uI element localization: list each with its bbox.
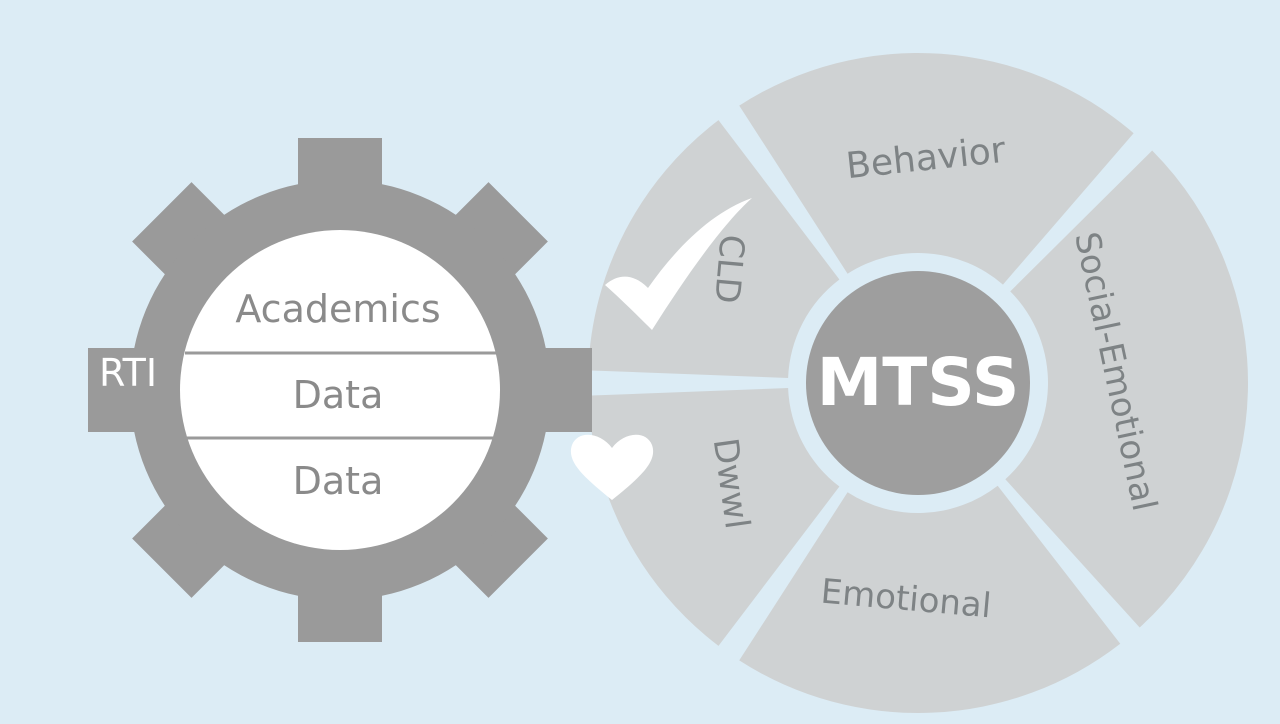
gear-face [180,230,500,550]
hub-label: MTSS [817,344,1020,421]
checkmark-icon [605,198,752,330]
gear-row-data: Data [293,459,384,503]
gear-row-data: Data [293,373,384,417]
mtss-wheel: MTSS Behavior Social-Emotional Emotional… [570,52,1248,714]
segment-behavior [739,52,1134,285]
segment-label-cld: CLD [706,233,752,305]
hub [806,271,1030,495]
rti-gear: Academics Data Data RTI [88,138,592,642]
gear-row-academics: Academics [235,287,440,331]
heart-icon [570,434,654,500]
segment-emotional [739,485,1121,714]
gear-label-rti: RTI [99,351,157,395]
segment-social-emotional [1005,150,1248,628]
